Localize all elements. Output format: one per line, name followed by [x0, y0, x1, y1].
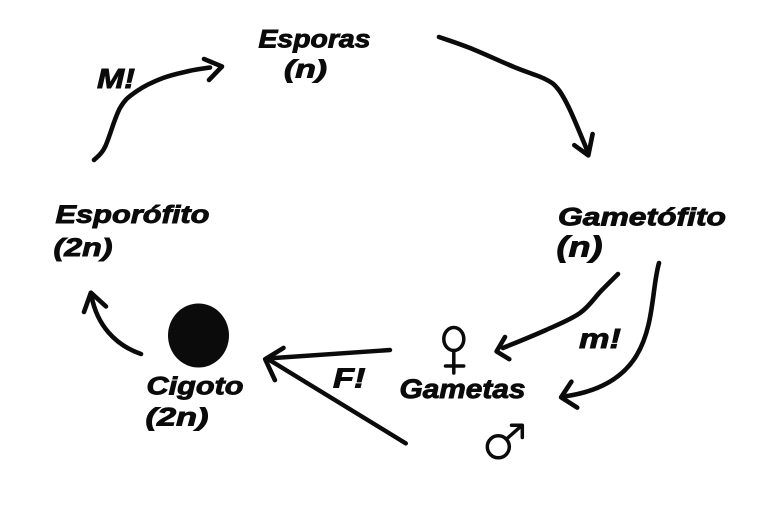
svg-text:m!: m! [579, 323, 621, 354]
svg-text:Gametas: Gametas [400, 374, 526, 404]
svg-text:(n): (n) [284, 56, 327, 84]
svg-text:(2n): (2n) [146, 404, 209, 432]
svg-text:F!: F! [333, 363, 366, 394]
svg-text:Esporófito: Esporófito [56, 201, 210, 229]
svg-text:Esporas: Esporas [259, 26, 371, 54]
svg-text:(2n): (2n) [54, 234, 113, 262]
svg-text:(n): (n) [557, 232, 603, 264]
svg-text:Cigoto: Cigoto [147, 373, 244, 401]
svg-text:M!: M! [97, 63, 135, 94]
svg-text:Gametófito: Gametófito [558, 203, 726, 231]
